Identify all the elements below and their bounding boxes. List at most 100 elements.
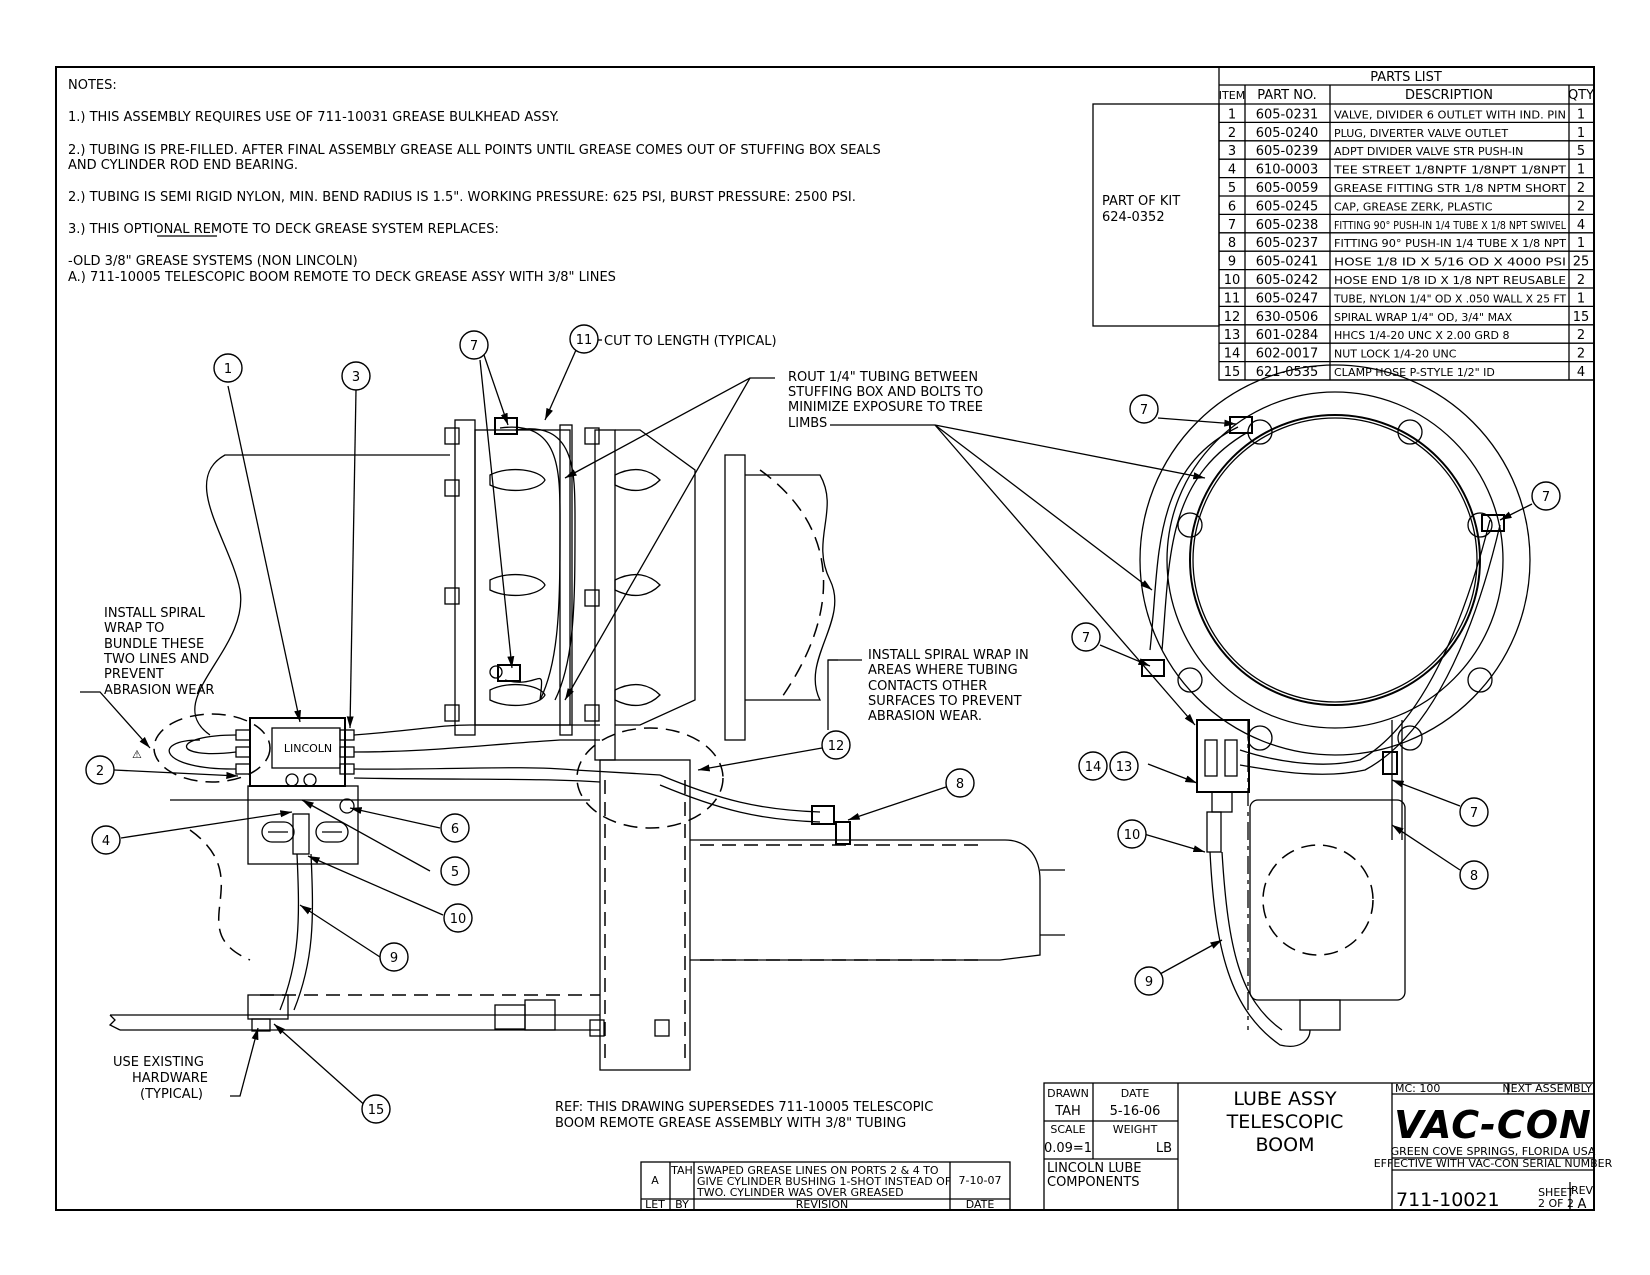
balloon-7: 7 <box>1082 631 1090 646</box>
rev-value: A <box>1578 1197 1587 1212</box>
note-line: -OLD 3/8" GREASE SYSTEMS (NON LINCOLN) <box>68 254 358 269</box>
parts-cell-qty: 1 <box>1577 126 1585 141</box>
callout-cut-to-length: CUT TO LENGTH (TYPICAL) <box>604 334 777 349</box>
revision-block: A TAH SWAPED GREASE LINES ON PORTS 2 & 4… <box>640 1161 1011 1211</box>
drawn-value: TAH <box>1054 1104 1081 1119</box>
balloon-14: 14 <box>1085 760 1102 775</box>
callout-rout: LIMBS <box>788 416 827 431</box>
parts-cell-item: 8 <box>1228 236 1236 251</box>
mc-number: MC: 100 <box>1395 1082 1440 1095</box>
callout-spiral-left: BUNDLE THESE <box>104 637 204 652</box>
callout-rout: MINIMIZE EXPOSURE TO TREE <box>788 400 983 415</box>
callout-spiral-mid: ABRASION WEAR. <box>868 709 982 724</box>
parts-cell-item: 7 <box>1228 218 1236 233</box>
parts-list: PART OF KIT 624-0352 PARTS LIST ITEM PAR… <box>1092 66 1595 381</box>
balloon-13: 13 <box>1116 760 1133 775</box>
company-location: GREEN COVE SPRINGS, FLORIDA USA <box>1391 1145 1596 1158</box>
parts-cell-qty: 15 <box>1573 310 1590 325</box>
revision-by: TAH <box>670 1164 693 1177</box>
date-value: 5-16-06 <box>1110 1104 1161 1119</box>
parts-cell-item: 9 <box>1228 255 1236 270</box>
next-assembly-label: NEXT ASSEMBLY <box>1502 1082 1592 1095</box>
callout-hardware: (TYPICAL) <box>140 1087 203 1102</box>
balloon-7: 7 <box>1470 806 1478 821</box>
revision-description: GIVE CYLINDER BUSHING 1-SHOT INSTEAD OF <box>697 1175 951 1188</box>
date-label: DATE <box>1121 1087 1150 1100</box>
parts-cell-description: HHCS 1/4-20 UNC X 2.00 GRD 8 <box>1334 329 1509 342</box>
balloon-9: 9 <box>1145 975 1153 990</box>
parts-cell-qty: 2 <box>1577 347 1585 362</box>
parts-cell-qty: 2 <box>1577 273 1585 288</box>
parts-cell-item: 11 <box>1224 291 1241 306</box>
parts-cell-part-no: 605-0231 <box>1256 107 1319 122</box>
callout-spiral-mid: INSTALL SPIRAL WRAP IN <box>868 648 1029 663</box>
parts-cell-part-no: 605-0245 <box>1256 199 1319 214</box>
effective-serial-label: EFFECTIVE WITH VAC-CON SERIAL NUMBER <box>1374 1157 1613 1170</box>
parts-cell-description: CAP, GREASE ZERK, PLASTIC <box>1334 200 1493 213</box>
callout-spiral-left: WRAP TO <box>104 621 164 636</box>
parts-cell-item: 4 <box>1228 163 1236 178</box>
drawing-number: 711-10021 <box>1396 1189 1500 1211</box>
parts-cell-item: 3 <box>1228 144 1236 159</box>
parts-cell-item: 6 <box>1228 199 1236 214</box>
sheet-value: 2 OF 2 <box>1538 1197 1574 1210</box>
col-header-item: ITEM <box>1219 89 1245 102</box>
parts-cell-qty: 2 <box>1577 181 1585 196</box>
notes-block: NOTES: 1.) THIS ASSEMBLY REQUIRES USE OF… <box>68 78 881 285</box>
warning-icon: ⚠ <box>132 748 142 761</box>
balloon-5: 5 <box>451 865 459 880</box>
balloon-7: 7 <box>1542 490 1550 505</box>
parts-cell-part-no: 605-0240 <box>1256 126 1319 141</box>
balloon-1: 1 <box>224 362 232 377</box>
balloon-15: 15 <box>368 1103 385 1118</box>
parts-cell-part-no: 605-0247 <box>1256 291 1319 306</box>
balloon-3: 3 <box>352 370 360 385</box>
parts-cell-description: HOSE END 1/8 ID X 1/8 NPT REUSABLE <box>1334 274 1566 287</box>
parts-cell-part-no: 630-0506 <box>1256 310 1319 325</box>
revision-letter: A <box>651 1174 659 1187</box>
balloon-7: 7 <box>470 339 478 354</box>
callout-spiral-left: INSTALL SPIRAL <box>104 606 206 621</box>
callout-text: CUT TO LENGTH (TYPICAL) ROUT 1/4" TUBING… <box>103 334 1029 1131</box>
parts-cell-description: TEE STREET 1/8NPTF 1/8NPT 1/8NPT <box>1333 164 1566 177</box>
balloon-10: 10 <box>1124 828 1141 843</box>
col-header-description: DESCRIPTION <box>1405 88 1493 103</box>
balloon-11: 11 <box>576 333 593 348</box>
callout-spiral-mid: CONTACTS OTHER <box>868 679 987 694</box>
callout-spiral-mid: AREAS WHERE TUBING <box>868 663 1018 678</box>
notes-heading: NOTES: <box>68 78 117 93</box>
parts-cell-part-no: 610-0003 <box>1256 163 1319 178</box>
rev-label: REV <box>1571 1184 1594 1197</box>
revision-header-revision: REVISION <box>796 1198 848 1211</box>
revision-header-let: LET <box>645 1198 665 1211</box>
note-line: AND CYLINDER ROD END BEARING. <box>68 158 298 173</box>
parts-cell-description: FITTING 90° PUSH-IN 1/4 TUBE X 1/8 NPT S… <box>1334 219 1567 232</box>
note-line: 3.) THIS OPTIONAL REMOTE TO DECK GREASE … <box>68 222 499 237</box>
balloon-2: 2 <box>96 764 104 779</box>
scale-value: 0.09=1 <box>1044 1141 1092 1156</box>
parts-cell-description: HOSE 1/8 ID X 5/16 OD X 4000 PSI <box>1334 256 1566 269</box>
callout-hardware: HARDWARE <box>132 1071 208 1086</box>
sheet-label: SHEET <box>1538 1186 1574 1199</box>
parts-cell-qty: 1 <box>1577 163 1585 178</box>
parts-cell-description: SPIRAL WRAP 1/4" OD, 3/4" MAX <box>1334 311 1513 324</box>
parts-cell-description: TUBE, NYLON 1/4" OD X .050 WALL X 25 FT <box>1333 292 1566 305</box>
revision-description: SWAPED GREASE LINES ON PORTS 2 & 4 TO <box>697 1164 939 1177</box>
parts-cell-part-no: 605-0237 <box>1256 236 1319 251</box>
item-balloons: 1 3 2 4 6 5 10 9 15 7 11 12 8 7 7 7 14 1… <box>85 324 1561 1124</box>
parts-cell-qty: 1 <box>1577 107 1585 122</box>
revision-date: 7-10-07 <box>959 1174 1002 1187</box>
parts-cell-qty: 1 <box>1577 236 1585 251</box>
flange-bolts <box>444 427 670 1037</box>
revision-description: TWO. CYLINDER WAS OVER GREASED <box>696 1186 904 1199</box>
parts-cell-description: GREASE FITTING STR 1/8 NPTM SHORT <box>1334 182 1566 195</box>
revision-header-by: BY <box>675 1198 689 1211</box>
parts-list-title: PARTS LIST <box>1370 70 1442 85</box>
title-block: DRAWN TAH DATE 5-16-06 SCALE 0.09=1 WEIG… <box>1043 1082 1613 1212</box>
note-line: 2.) TUBING IS PRE-FILLED. AFTER FINAL AS… <box>68 143 881 158</box>
parts-cell-description: CLAMP HOSE P-STYLE 1/2" ID <box>1334 366 1495 379</box>
parts-cell-part-no: 605-0059 <box>1256 181 1319 196</box>
parts-cell-item: 14 <box>1224 347 1241 362</box>
